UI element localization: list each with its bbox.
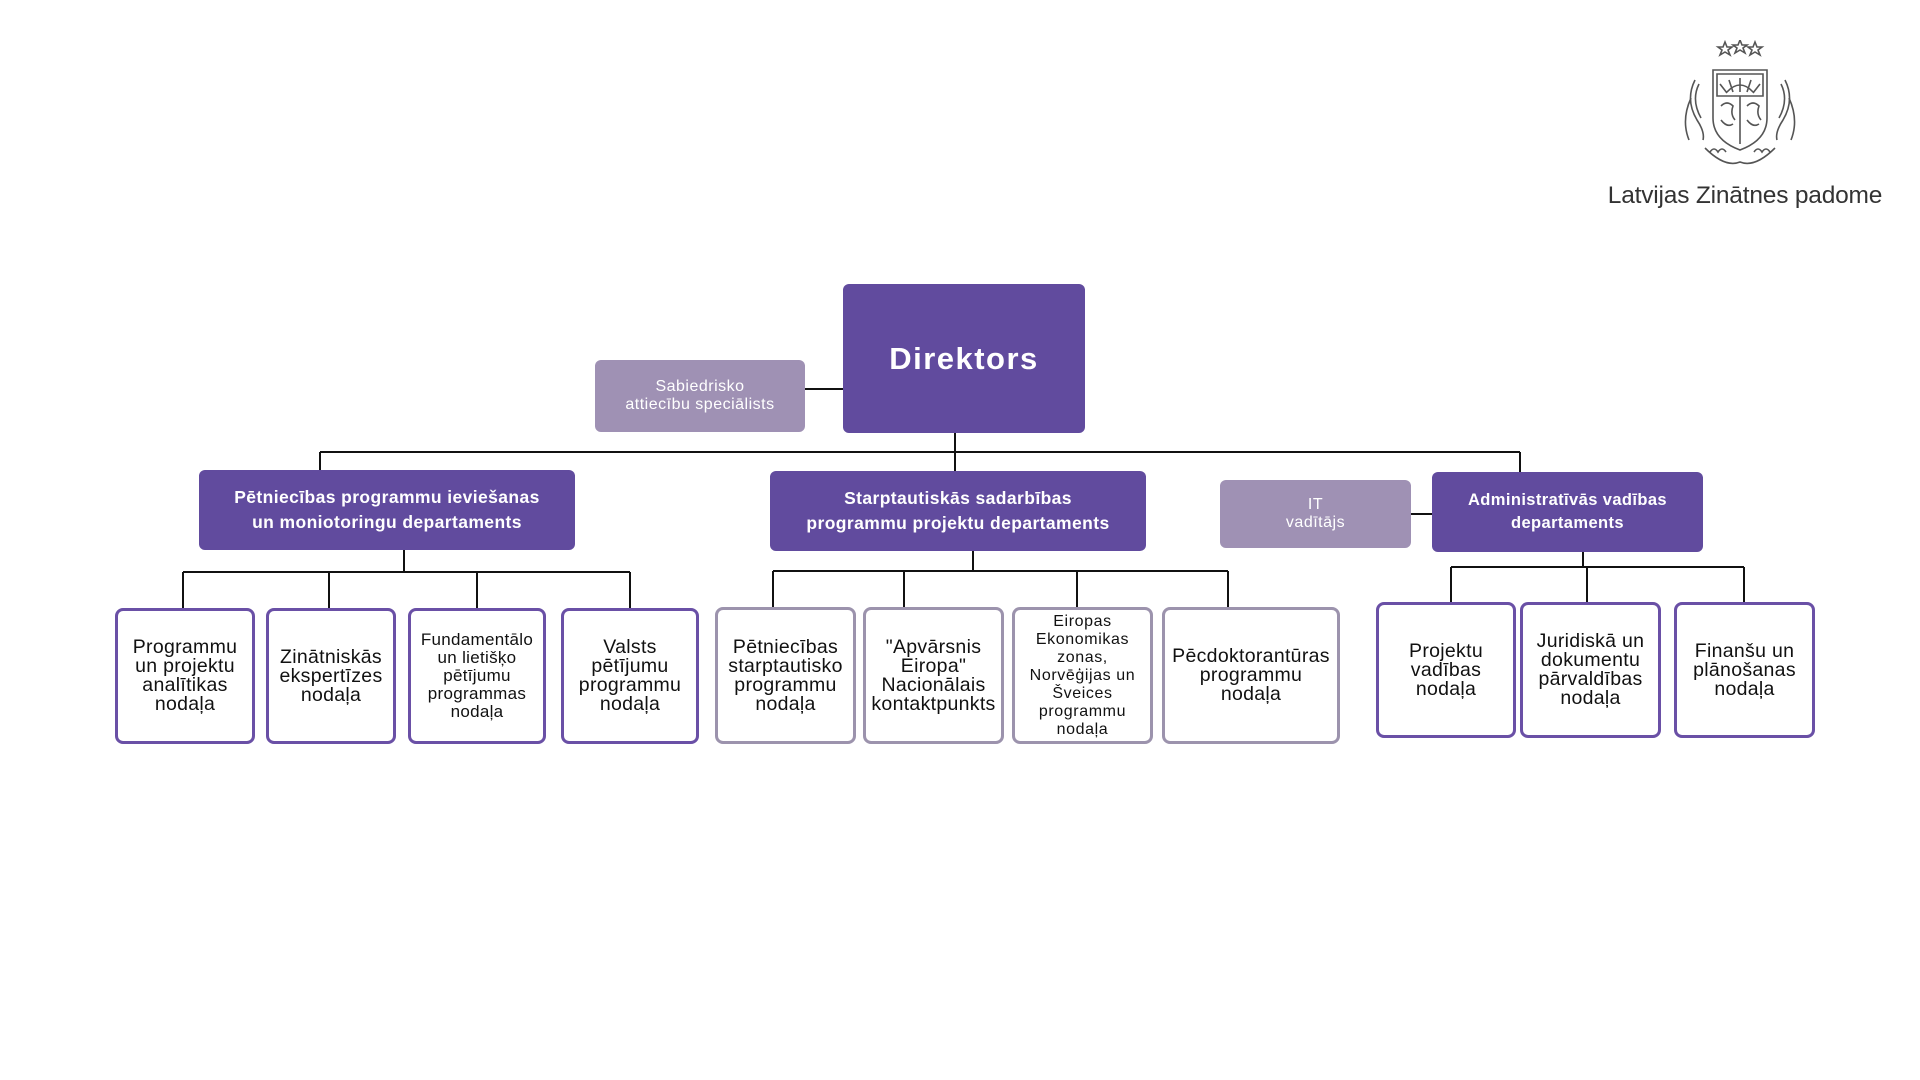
latvia-coat-of-arms-icon	[1684, 37, 1796, 165]
unit-label: "Apvārsnis Eiropa" Nacionālais kontaktpu…	[871, 635, 996, 715]
staff-label: IT vadītājs	[1285, 496, 1346, 531]
director-box[interactable]: Direktors	[843, 284, 1085, 433]
unit-label: Juridiskā un dokumentu pārvaldības nodaļ…	[1536, 630, 1645, 709]
unit-label: Pētniecības starptautisko programmu noda…	[728, 635, 843, 715]
unit-label: Programmu un projektu analītikas nodaļa	[132, 636, 238, 715]
director-label: Direktors	[889, 340, 1039, 376]
it-manager-box[interactable]: IT vadītājs	[1220, 480, 1411, 548]
unit-box[interactable]: Projektu vadības nodaļa	[1376, 602, 1516, 738]
unit-label: Zinātniskās ekspertīzes nodaļa	[279, 645, 383, 706]
unit-box[interactable]: Programmu un projektu analītikas nodaļa	[115, 608, 255, 744]
coat-of-arms-logo	[1675, 37, 1805, 180]
research-programmes-department-box[interactable]: Pētniecības programmu ieviešanas un moni…	[199, 470, 575, 550]
administrative-department-box[interactable]: Administratīvās vadības departaments	[1432, 472, 1703, 552]
staff-label: Sabiedrisko attiecību speciālists	[625, 378, 775, 413]
unit-box[interactable]: Zinātniskās ekspertīzes nodaļa	[266, 608, 396, 744]
department-label: Administratīvās vadības departaments	[1467, 491, 1668, 532]
unit-label: Pēcdoktorantūras programmu nodaļa	[1172, 645, 1330, 705]
unit-box[interactable]: Eiropas Ekonomikas zonas, Norvēģijas un …	[1012, 607, 1153, 744]
unit-label: Eiropas Ekonomikas zonas, Norvēģijas un …	[1029, 612, 1136, 738]
organization-name: Latvijas Zinātnes padome	[1607, 182, 1883, 209]
department-label: Pētniecības programmu ieviešanas un moni…	[234, 487, 540, 532]
unit-label: Valsts pētījumu programmu nodaļa	[578, 636, 682, 715]
international-cooperation-department-box[interactable]: Starptautiskās sadarbības programmu proj…	[770, 471, 1146, 551]
unit-box[interactable]: Juridiskā un dokumentu pārvaldības nodaļ…	[1520, 602, 1661, 738]
unit-box[interactable]: Pēcdoktorantūras programmu nodaļa	[1162, 607, 1340, 744]
unit-box[interactable]: "Apvārsnis Eiropa" Nacionālais kontaktpu…	[863, 607, 1004, 744]
unit-label: Fundamentālo un lietišķo pētījumu progra…	[420, 630, 534, 721]
public-relations-specialist-box[interactable]: Sabiedrisko attiecību speciālists	[595, 360, 805, 432]
unit-label: Finanšu un plānošanas nodaļa	[1693, 639, 1796, 700]
department-label: Starptautiskās sadarbības programmu proj…	[806, 488, 1110, 533]
unit-box[interactable]: Pētniecības starptautisko programmu noda…	[715, 607, 856, 744]
unit-box[interactable]: Finanšu un plānošanas nodaļa	[1674, 602, 1815, 738]
unit-box[interactable]: Fundamentālo un lietišķo pētījumu progra…	[408, 608, 546, 744]
unit-label: Projektu vadības nodaļa	[1409, 639, 1483, 700]
unit-box[interactable]: Valsts pētījumu programmu nodaļa	[561, 608, 699, 744]
